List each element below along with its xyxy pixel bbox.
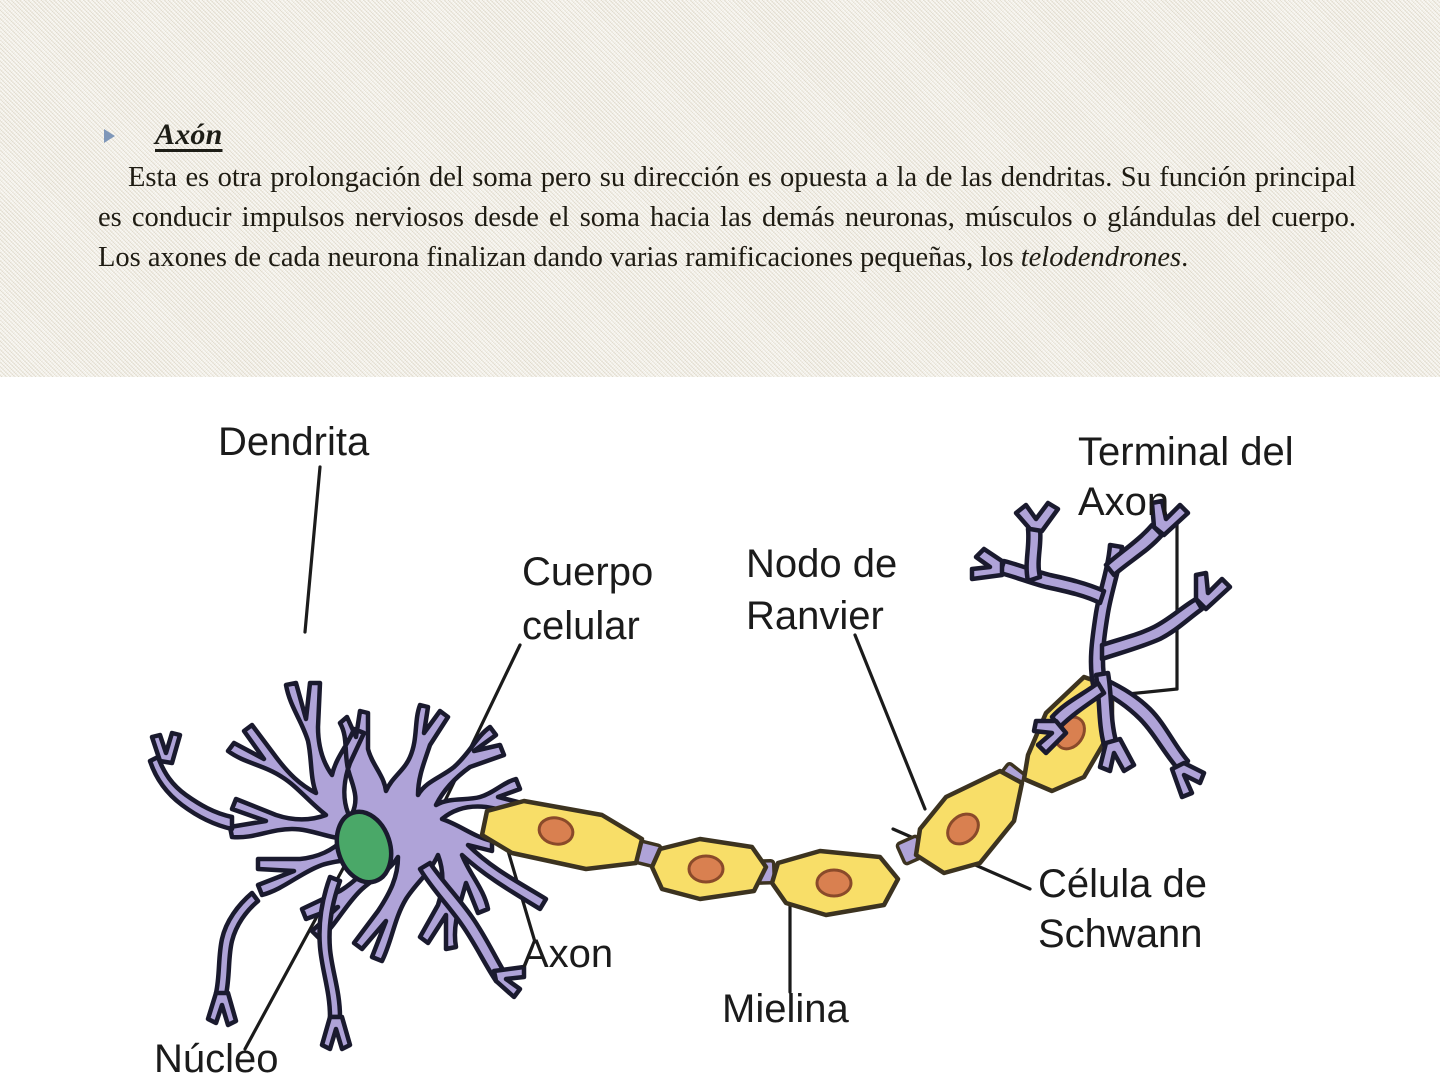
label-cuerpo-celular-line1: Cuerpo [522, 550, 653, 594]
terminal-tip-upper-left-2 [1013, 500, 1061, 534]
header-background-band [0, 0, 1440, 377]
label-celula-schwann-line2: Schwann [1038, 912, 1203, 956]
myelin-sheath-chain [479, 674, 1115, 918]
diagram-labels: Dendrita Cuerpo celular Nodo de Ranvier … [154, 420, 1294, 1080]
label-dendrita: Dendrita [218, 420, 370, 464]
terminal-tip-lower-mid [1097, 736, 1137, 774]
terminal-tip-mid-right [1193, 570, 1233, 612]
terminal-tip-upper-right [1149, 498, 1191, 538]
terminal-trunk [1088, 542, 1125, 692]
paragraph-italic-term: telodendrones [1020, 242, 1182, 273]
neuron-soma-and-dendrites [147, 680, 549, 1052]
terminal-branch-upper-left-2 [1024, 526, 1043, 584]
soma-dendrite-shape [225, 680, 549, 964]
schwann-nucleus-3 [815, 868, 853, 898]
dendrite-branches-upper-left [147, 730, 527, 1052]
dendrite-tip-bottom [319, 1014, 353, 1052]
dendrite-branch-far-left [147, 754, 235, 832]
soma-nucleus [334, 809, 394, 885]
terminal-tip-far-left [969, 546, 1005, 582]
leader-line-dendrita [303, 465, 322, 634]
label-nucleo: Núcleo [154, 1037, 279, 1080]
heading-row: Axón [98, 118, 1358, 152]
dendrite-tip-bottom-right [491, 964, 527, 1000]
label-axon: Axon [522, 932, 613, 976]
label-nodo-ranvier-line2: Ranvier [746, 594, 884, 638]
label-terminal-axon-line1: Terminal del [1078, 430, 1294, 474]
leader-line-nodo-ranvier [853, 633, 927, 811]
label-nodo-ranvier-line1: Nodo de [746, 542, 897, 586]
paragraph-main-text: Esta es otra prolongación del soma pero … [98, 162, 1356, 273]
label-mielina: Mielina [722, 987, 849, 1031]
terminal-branch-upper-left [997, 558, 1107, 606]
label-celula-schwann-line1: Célula de [1038, 862, 1207, 906]
neuron-diagram-figure: Dendrita Cuerpo celular Nodo de Ranvier … [0, 377, 1440, 1080]
dendrite-branch-bottom [317, 874, 343, 1020]
paragraph-period: . [1181, 242, 1189, 273]
text-block: Axón Esta es otra prolongación del soma … [98, 118, 1358, 278]
axon-terminal-arborisation [969, 498, 1233, 800]
terminal-tip-lower-right [1169, 760, 1207, 800]
body-paragraph: Esta es otra prolongación del soma pero … [98, 158, 1356, 278]
label-terminal-axon-line2: Axon [1078, 480, 1169, 524]
terminal-branch-mid-right [1099, 596, 1205, 662]
schwann-nucleus-2 [687, 854, 725, 884]
schwann-nucleus-4 [946, 812, 980, 846]
label-cuerpo-celular-line2: celular [522, 604, 640, 648]
dendrite-branch-lower-left [213, 890, 261, 998]
schwann-nucleus-1 [537, 816, 575, 846]
dendrite-tip-far-left [149, 730, 183, 766]
dendrite-tip-lower-left [205, 990, 239, 1028]
terminal-tip-lower-left [1031, 718, 1069, 756]
section-heading: Axón [155, 118, 223, 151]
triangle-right-icon [104, 129, 115, 143]
schwann-cell-nuclei [537, 715, 1086, 898]
neuron-diagram-svg: Dendrita Cuerpo celular Nodo de Ranvier … [147, 420, 1294, 1080]
